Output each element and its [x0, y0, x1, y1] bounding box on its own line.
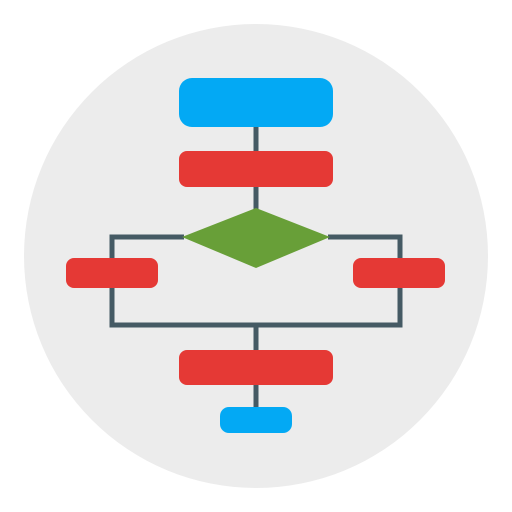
process-node-branch-left — [66, 258, 158, 288]
decision-node — [182, 208, 330, 268]
process-node-step-1 — [179, 151, 333, 187]
end-terminal-node — [220, 407, 292, 433]
start-terminal-node — [179, 78, 333, 127]
process-node-step-2 — [179, 350, 333, 385]
process-node-branch-right — [353, 258, 445, 288]
connectors — [109, 126, 403, 408]
